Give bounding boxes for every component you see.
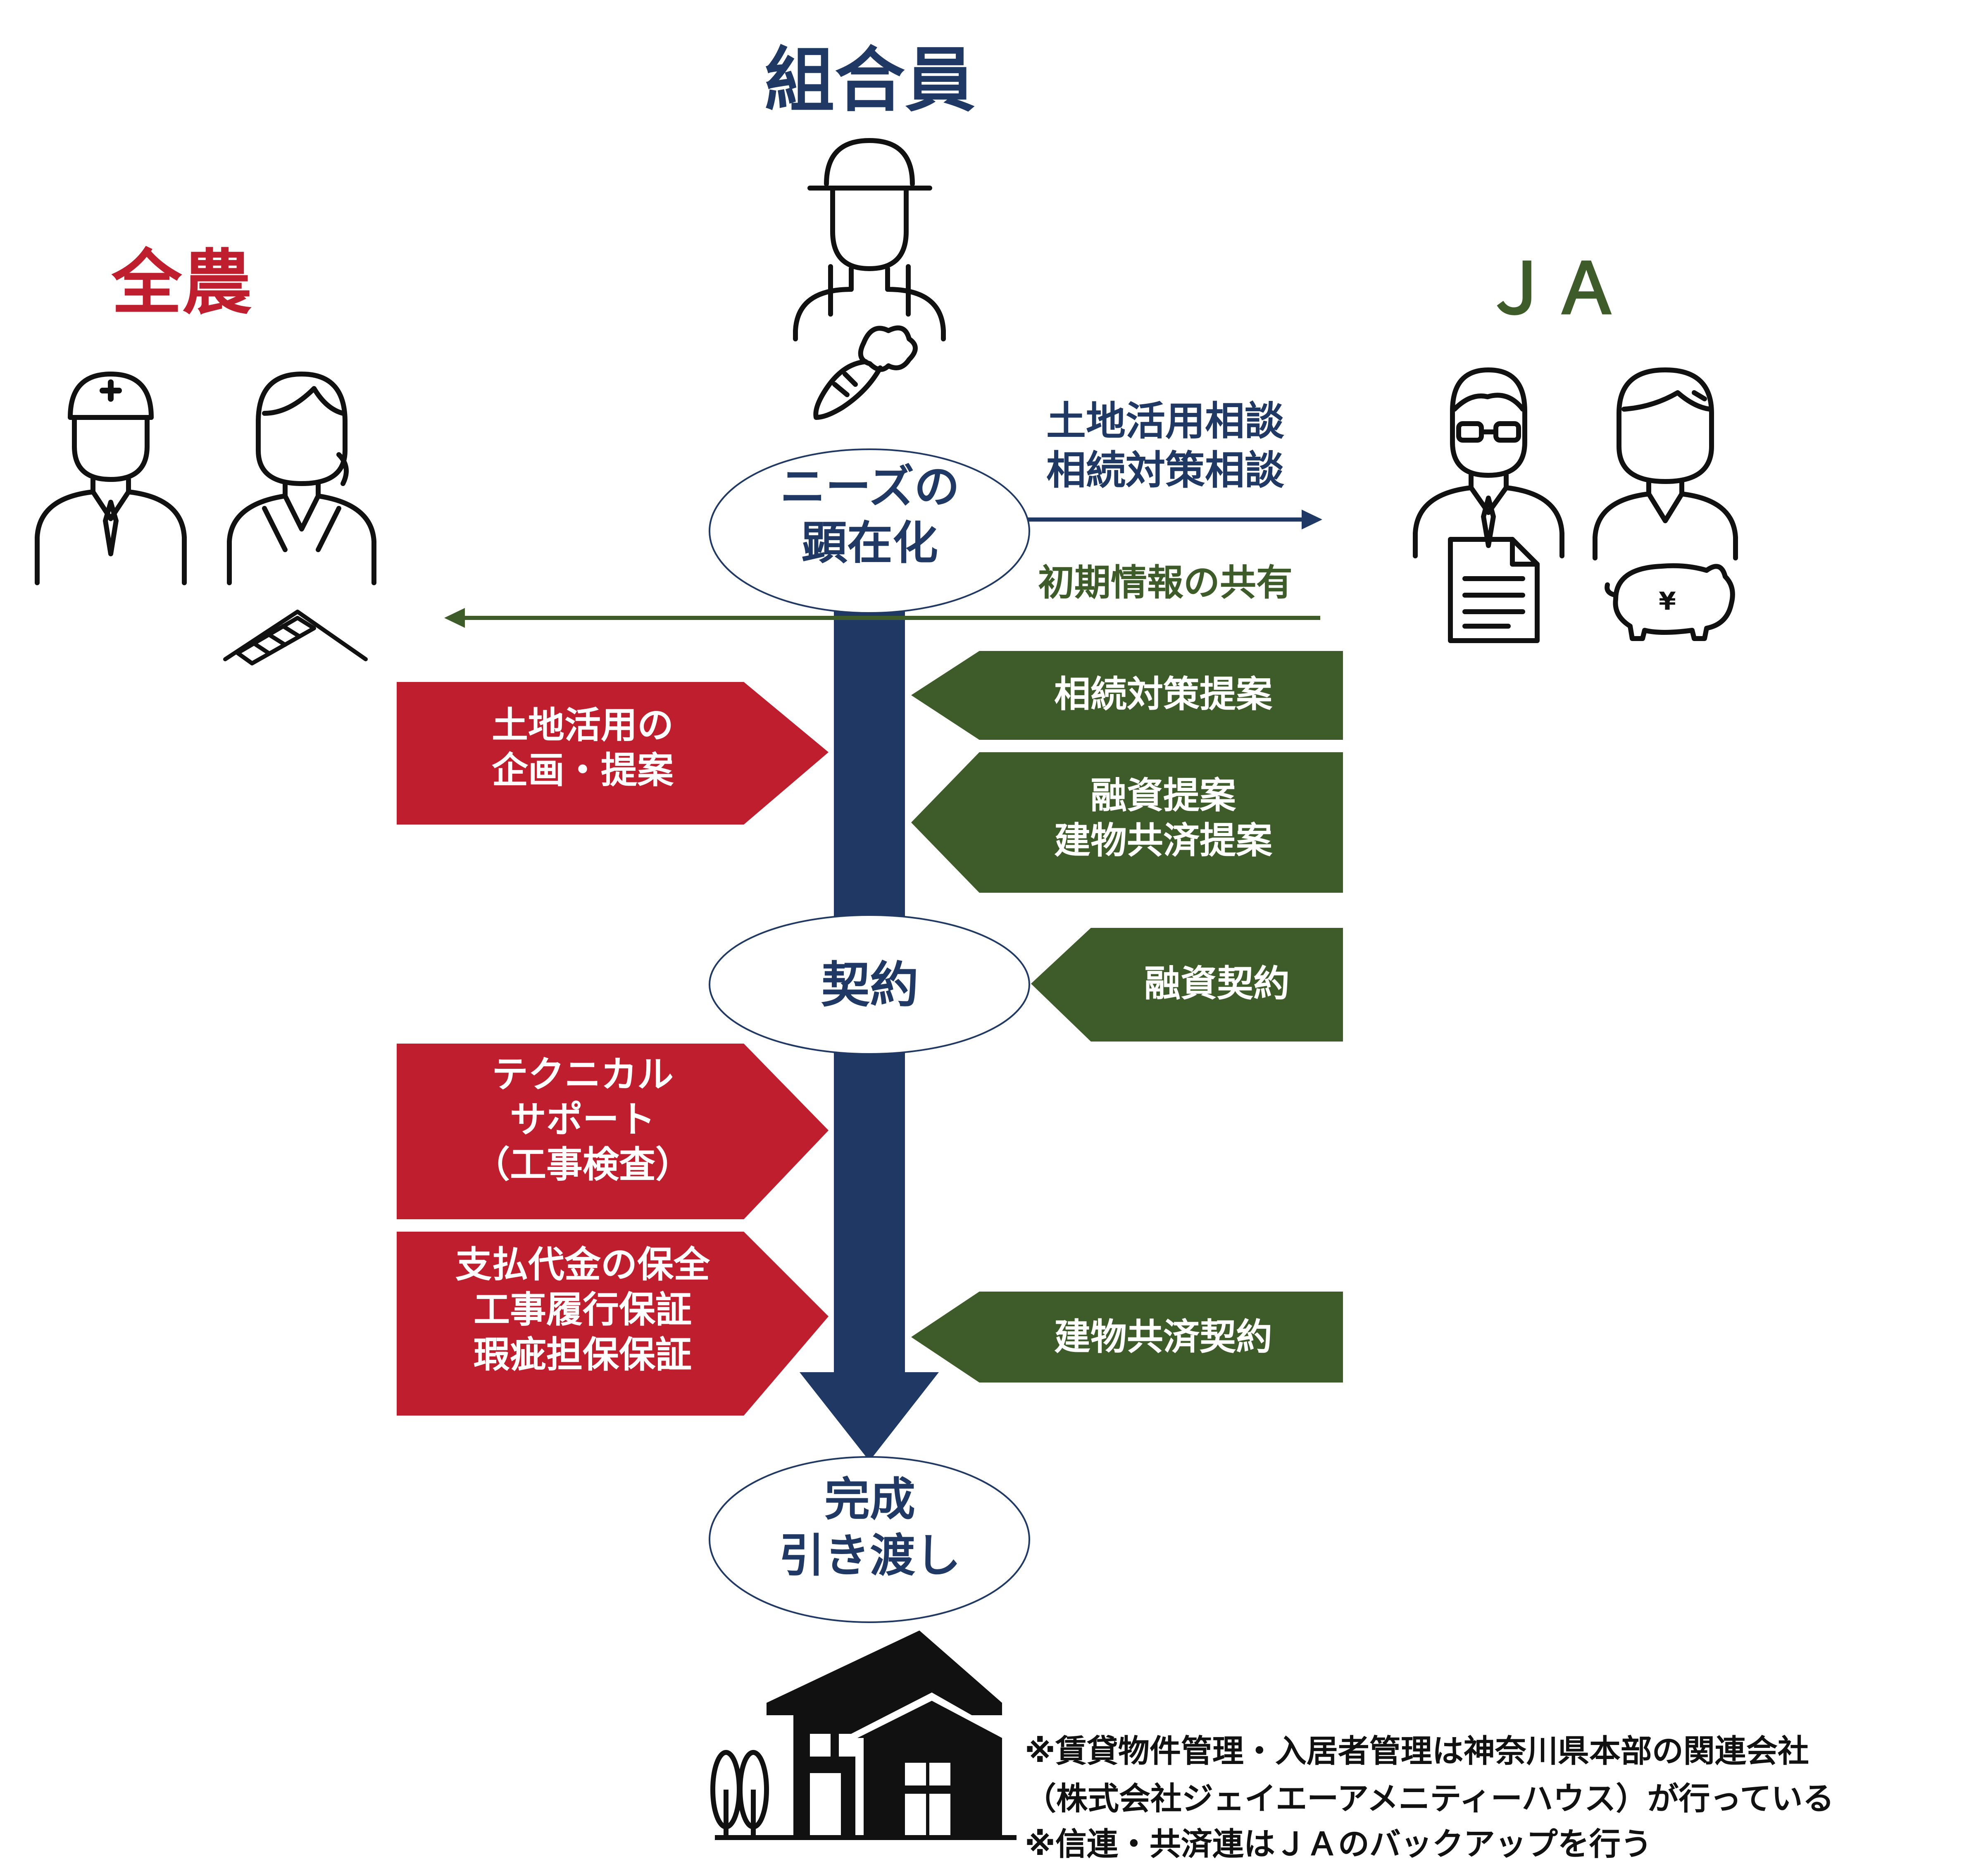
zennoh-item-guarantee: 支払代金の保全 工事履行保証 瑕疵担保保証: [455, 1243, 710, 1376]
ja-item-loan-contract: 融資契約: [1144, 962, 1290, 1005]
ja-box-loan-proposal: [911, 752, 1343, 893]
zennoh-box-planning: [397, 682, 829, 825]
zennoh-box-guarantee: [397, 1232, 829, 1416]
stage-contract-label: 契約: [821, 956, 919, 1013]
ja-item-inheritance: 相続対策提案: [1054, 673, 1272, 715]
office-woman-icon: [227, 372, 376, 585]
carrot-icon: [813, 325, 918, 420]
heading-ja: ＪＡ: [1481, 248, 1622, 330]
zennoh-item-planning: 土地活用の 企画・提案: [491, 704, 674, 792]
stage-contract: [709, 914, 1030, 1055]
construction-worker-icon: [35, 372, 187, 585]
office-woman-2-icon: [1593, 367, 1738, 560]
stage-needs-label: ニーズの 顕在化: [780, 460, 960, 570]
note-management-line1: ※賃貸物件管理・入居者管理は神奈川県本部の関連会社: [1025, 1733, 1809, 1769]
consult-arrow: [1021, 510, 1322, 529]
stage-needs: [709, 448, 1030, 614]
svg-text:¥: ¥: [1659, 587, 1676, 616]
farmer-icon: [793, 138, 946, 341]
house-icon: [715, 1630, 1017, 1840]
heading-member: 組合員: [764, 40, 975, 122]
ja-box-loan-contract: [1031, 928, 1343, 1042]
ja-box-insurance-contract: [911, 1292, 1343, 1383]
ja-item-insurance-contract: 建物共済契約: [1054, 1316, 1272, 1358]
trees-icon: [710, 1750, 769, 1839]
heading-zennoh: 全農: [111, 242, 252, 324]
share-arrow: [444, 608, 1320, 628]
consult-label: 土地活用相談 相続対策相談: [1046, 398, 1284, 494]
share-label: 初期情報の共有: [1038, 561, 1293, 604]
zennoh-item-technical: テクニカル サポート （工事検査）: [473, 1053, 692, 1186]
note-management-line2: （株式会社ジェイエーアメニティーハウス）が行っている: [1025, 1780, 1834, 1817]
solar-roof-icon: [223, 610, 368, 665]
stage-completion-label: 完成 引き渡し: [779, 1473, 961, 1583]
piggy-bank-yen-icon: ¥: [1605, 563, 1735, 641]
zennoh-box-technical: [397, 1044, 829, 1219]
ja-item-loan-proposal: 融資提案 建物共済提案: [1054, 774, 1272, 862]
ja-box-inheritance: [911, 651, 1343, 740]
note-backup: ※信連・共済連はＪＡのバックアップを行う: [1025, 1826, 1652, 1862]
stage-completion: [709, 1456, 1030, 1623]
businessman-glasses-icon: [1413, 367, 1564, 558]
document-icon: [1448, 537, 1540, 643]
